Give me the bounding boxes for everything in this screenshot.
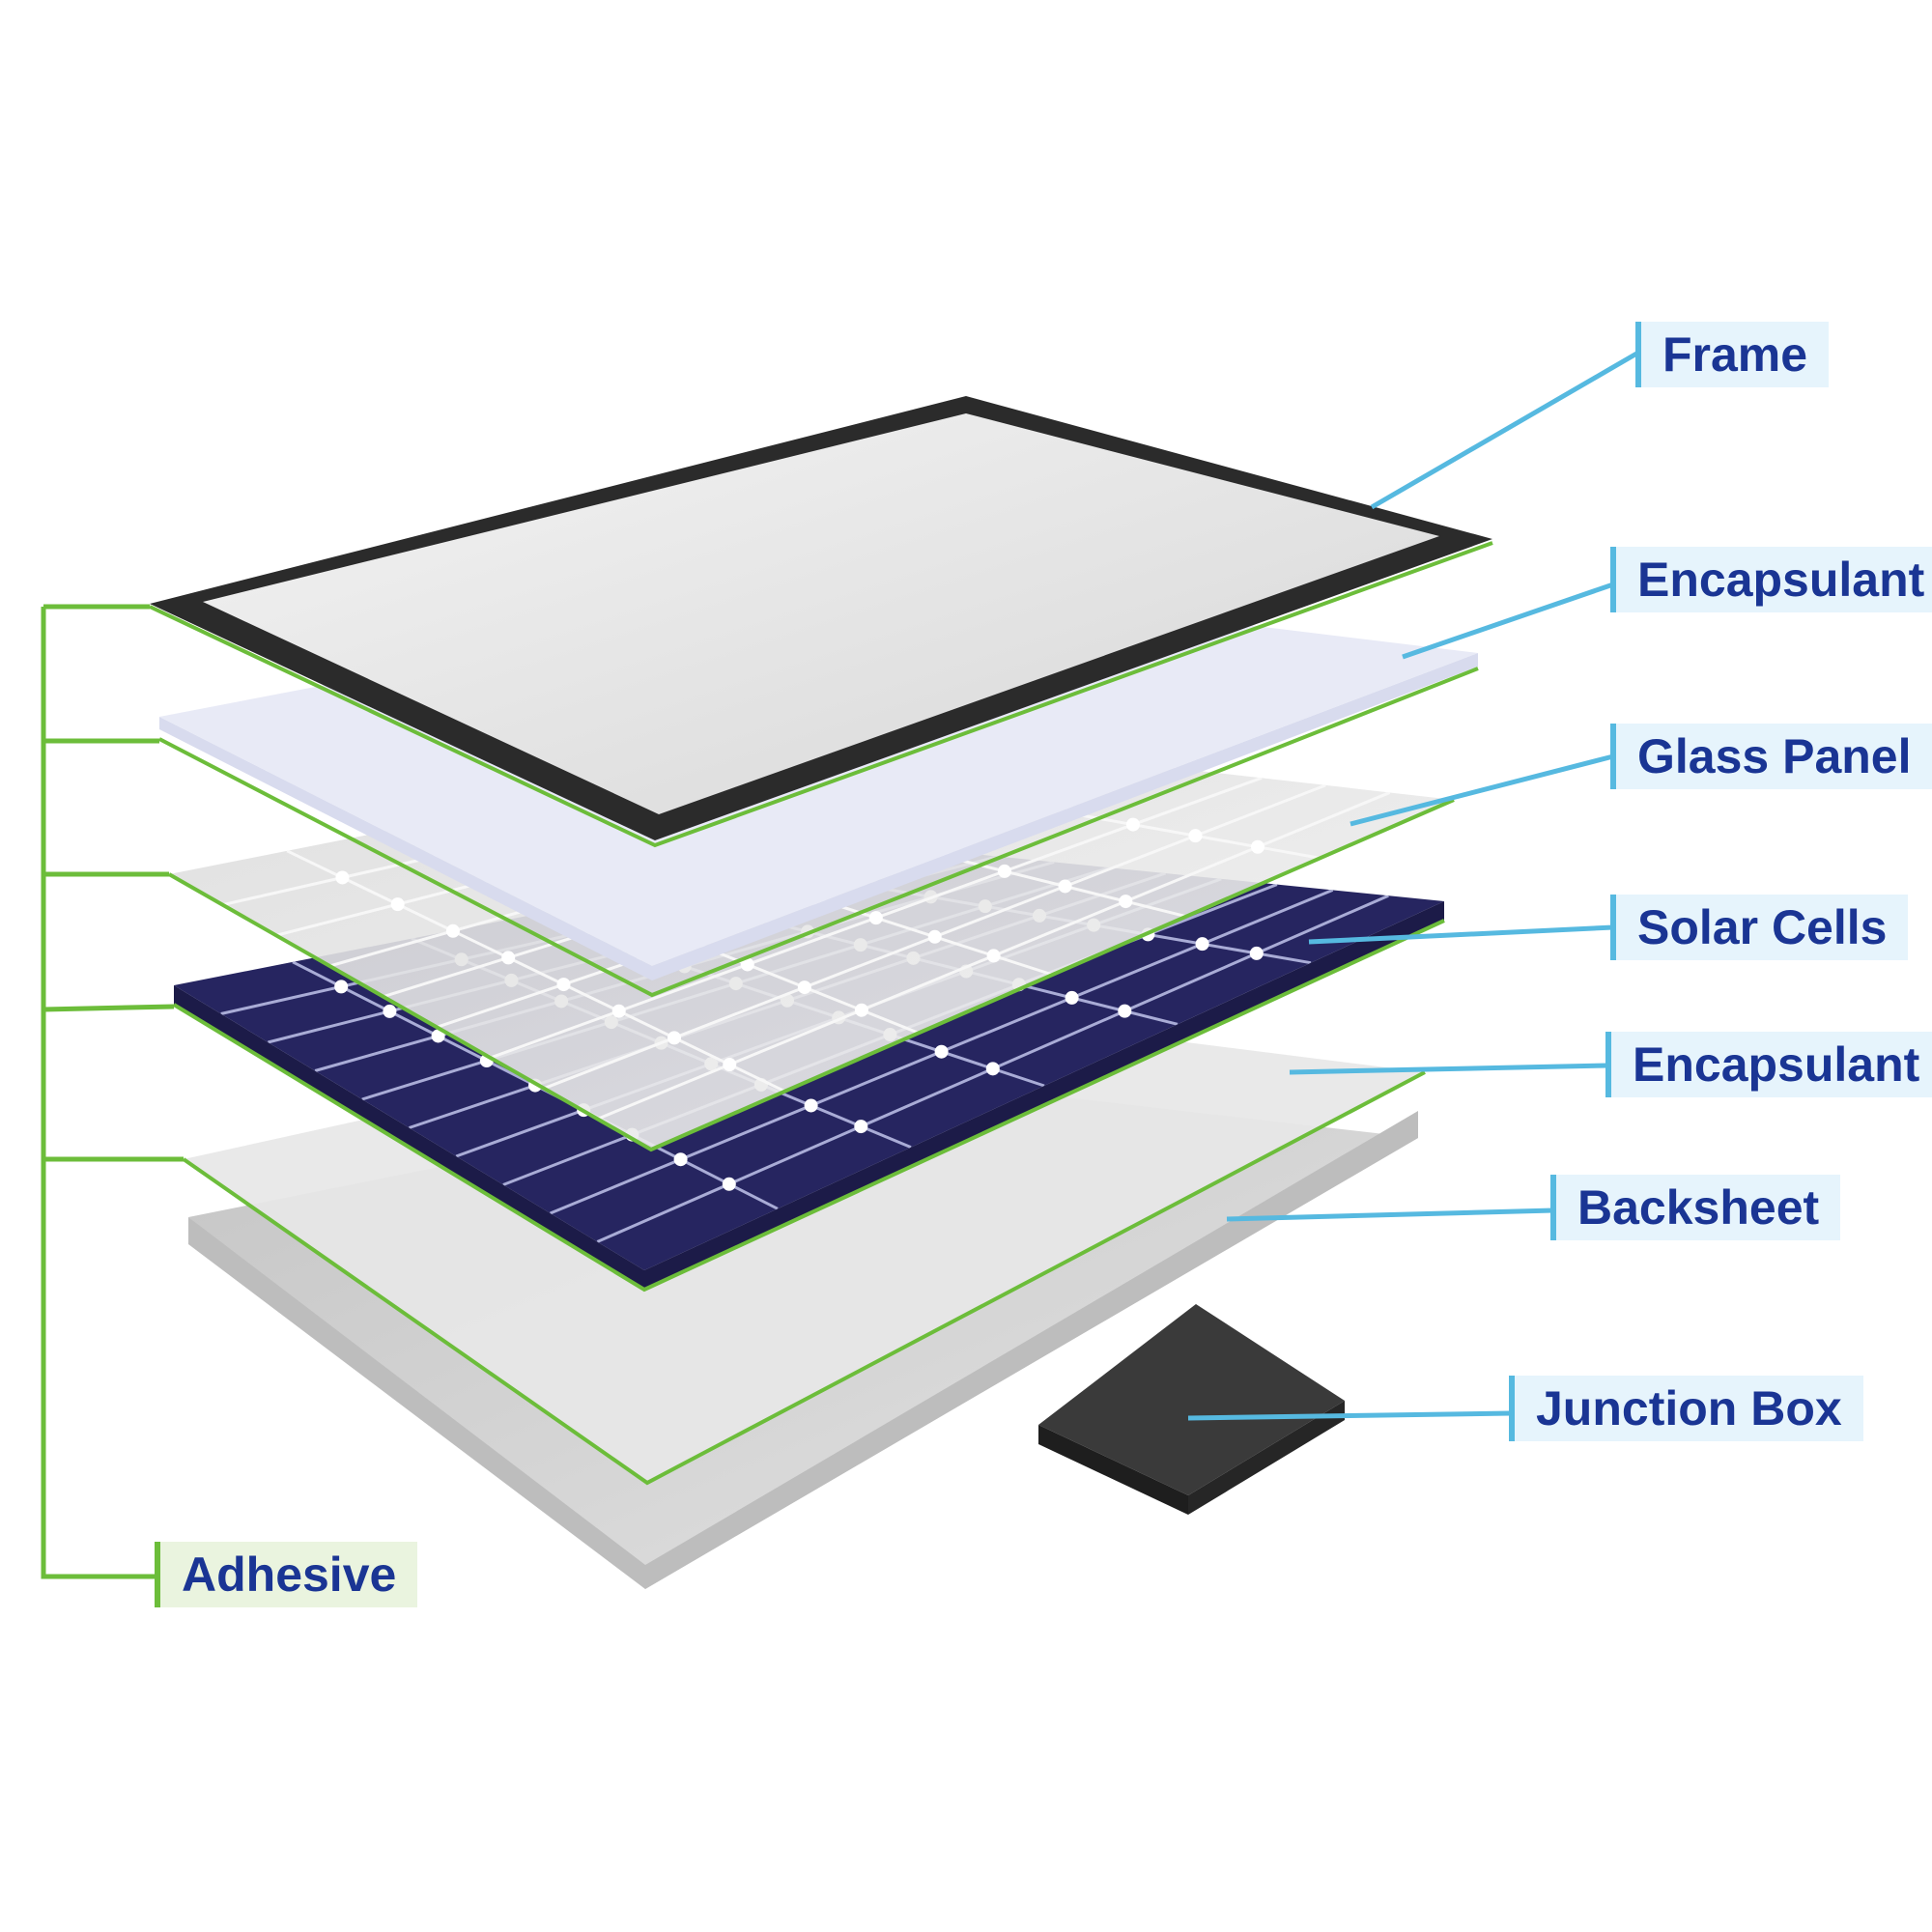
frame-label: Frame	[1635, 322, 1829, 387]
encapsulant-top-label-text: Encapsulant	[1637, 552, 1924, 608]
junction-box-label: Junction Box	[1509, 1376, 1863, 1441]
backsheet-label: Backsheet	[1550, 1175, 1840, 1240]
glass-panel-leader-line	[1350, 756, 1613, 824]
encapsulant-bottom-label-text: Encapsulant	[1633, 1037, 1919, 1093]
solar-cells-label: Solar Cells	[1610, 895, 1908, 960]
frame-leader-line	[1372, 353, 1638, 507]
glass-panel-label: Glass Panel	[1610, 724, 1932, 789]
frame-label-text: Frame	[1662, 327, 1807, 383]
adhesive-label: Adhesive	[155, 1542, 417, 1607]
encapsulant-top-leader-line	[1403, 584, 1613, 657]
adhesive-bracket	[43, 607, 184, 1577]
adhesive-label-text: Adhesive	[182, 1547, 396, 1603]
glass-panel-label-text: Glass Panel	[1637, 728, 1912, 784]
junction-box	[1038, 1304, 1345, 1515]
junction-box-label-text: Junction Box	[1536, 1380, 1842, 1436]
encapsulant-bottom-label: Encapsulant	[1605, 1032, 1932, 1097]
backsheet-label-text: Backsheet	[1577, 1179, 1819, 1236]
encapsulant-top-label: Encapsulant	[1610, 547, 1932, 612]
solar-cells-label-text: Solar Cells	[1637, 899, 1887, 955]
